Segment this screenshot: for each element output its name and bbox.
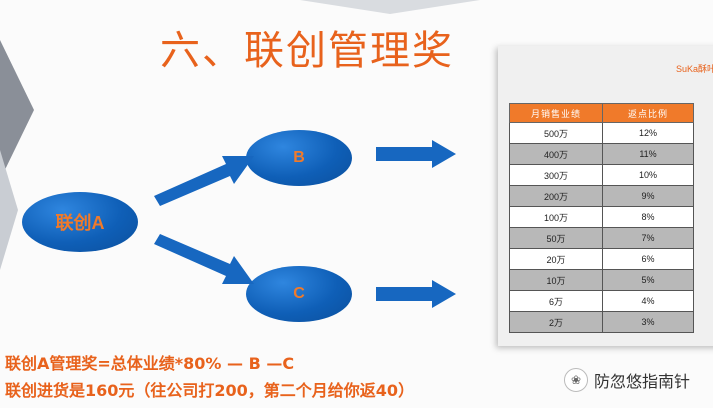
panel-title: SuKa酥咔 [676, 64, 713, 74]
column-header-sales: 月销售业绩 [509, 103, 603, 123]
wechat-icon: ❀ [564, 368, 588, 392]
rebate-cell: 4% [602, 290, 694, 312]
rebate-cell: 12% [602, 122, 694, 144]
sales-cell: 50万 [509, 227, 603, 249]
node-a-label: 联创A [55, 213, 105, 233]
rebate-cell: 7% [602, 227, 694, 249]
rebate-cell: 10% [602, 164, 694, 186]
arrow-b-right [376, 140, 456, 168]
sales-cell: 20万 [509, 248, 603, 270]
node-c-label: C [293, 285, 305, 302]
watermark-text: 防忽悠指南针 [594, 372, 691, 391]
node-a: 联创A [22, 192, 138, 252]
page-title: 六、联创管理奖 [160, 28, 454, 74]
rebate-cell: 8% [602, 206, 694, 228]
rebate-cell: 6% [602, 248, 694, 270]
watermark: ❀ 防忽悠指南针 [564, 368, 690, 392]
sales-cell: 10万 [509, 269, 603, 291]
rebate-cell: 11% [602, 143, 694, 165]
sales-cell: 6万 [509, 290, 603, 312]
sales-cell: 2万 [509, 311, 603, 333]
node-b: B [246, 130, 352, 186]
formula-line-2: 联创进货是160元（往公司打200，第二个月给你返40） [5, 381, 415, 400]
arrow-c-right [376, 280, 456, 308]
rebate-cell: 3% [602, 311, 694, 333]
sales-cell: 400万 [509, 143, 603, 165]
decor-triangle-left-light [0, 150, 18, 270]
node-b-label: B [293, 149, 305, 166]
sales-cell: 100万 [509, 206, 603, 228]
node-c: C [246, 266, 352, 322]
rebate-cell: 5% [602, 269, 694, 291]
sales-cell: 500万 [509, 122, 603, 144]
sales-cell: 200万 [509, 185, 603, 207]
decor-triangle-top [300, 0, 480, 14]
rebate-cell: 9% [602, 185, 694, 207]
column-header-rebate: 返点比例 [602, 103, 694, 123]
arrow-a-to-b [154, 156, 254, 206]
arrow-a-to-c [154, 234, 254, 284]
sales-cell: 300万 [509, 164, 603, 186]
formula-line-1: 联创A管理奖=总体业绩*80% — B —C [5, 354, 295, 373]
